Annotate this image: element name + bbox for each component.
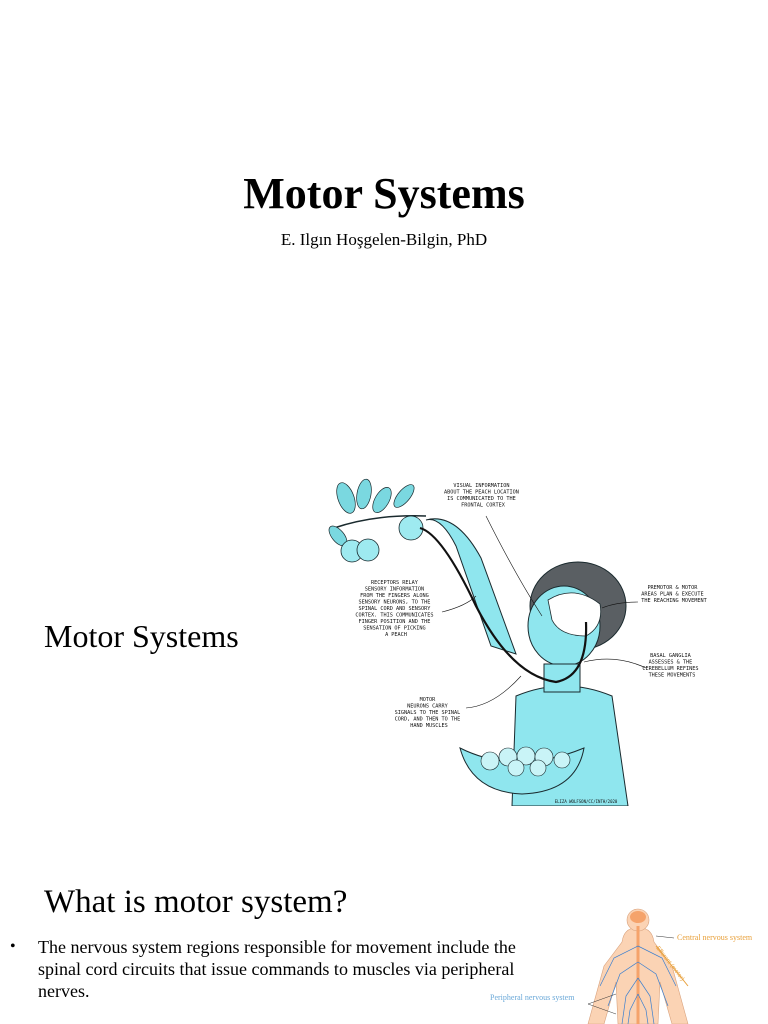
what-is-motor-system-slide: What is motor system? • The nervous syst… (0, 870, 768, 1024)
illustration-credit: ELIZA WOLFSON/CC/INTH/2020 (555, 799, 618, 804)
basal-ganglia-label: BASAL GANGLIA ASSESSES & THE CEREBELLUM … (642, 653, 701, 679)
bullet-item: • The nervous system regions responsible… (8, 936, 538, 1002)
pns-label: Peripheral nervous system (490, 993, 575, 1002)
slide-title: Motor Systems (44, 618, 239, 654)
cns-label: Central nervous system (677, 933, 753, 942)
title-slide: Motor Systems E. Ilgın Hoşgelen-Bilgin, … (0, 0, 768, 440)
peach-branch-image (328, 478, 427, 563)
nervous-system-figure: Central nervous system Peripheral nervou… (490, 908, 753, 1024)
bullet-icon: • (10, 938, 16, 955)
author-name: E. Ilgın Hoşgelen-Bilgin, PhD (280, 230, 488, 249)
presentation-title: Motor Systems (243, 169, 525, 218)
motor-neurons-label: MOTOR NEURONS CARRY SIGNALS TO THE SPINA… (395, 697, 464, 729)
receptor-label: RECEPTORS RELAY SENSORY INFORMATION FROM… (355, 580, 436, 638)
slide-title: What is motor system? (44, 884, 348, 920)
premotor-label: PREMOTOR & MOTOR AREAS PLAN & EXECUTE TH… (641, 585, 707, 604)
visual-info-label: VISUAL INFORMATION ABOUT THE PEACH LOCAT… (444, 483, 522, 509)
bullet-text: The nervous system regions responsible f… (38, 937, 516, 1001)
peach-reaching-illustration: VISUAL INFORMATION ABOUT THE PEACH LOCAT… (328, 478, 707, 806)
motor-systems-slide: Motor Systems (0, 460, 768, 840)
